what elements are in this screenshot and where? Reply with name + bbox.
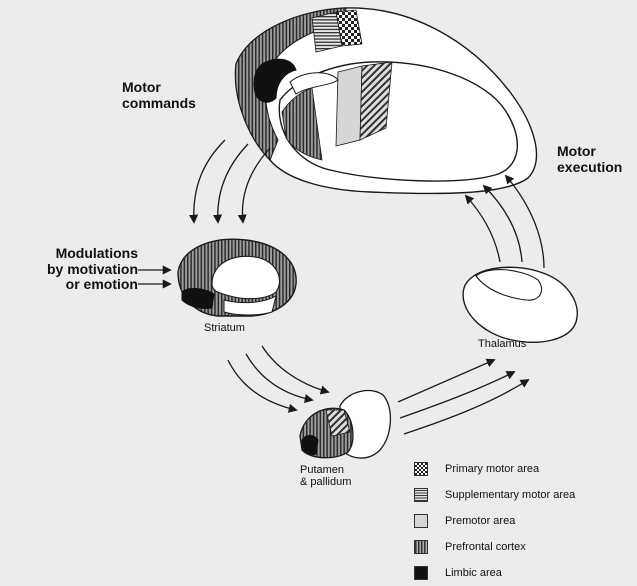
arrow-cortex-striatum-2 [218, 144, 248, 222]
striatum-limbic [182, 288, 214, 308]
checker-swatch-icon [414, 462, 428, 476]
arrow-thalamus-cortex-2 [484, 186, 522, 262]
cortex [235, 8, 536, 194]
legend-label-primary-motor: Primary motor area [445, 463, 539, 475]
arrow-putamen-thalamus-2 [400, 372, 514, 418]
thalamus-label: Thalamus [478, 338, 526, 350]
legend-label-premotor: Premotor area [445, 515, 515, 527]
striatum-label: Striatum [204, 322, 245, 334]
modulations-line-3: or emotion [2, 277, 138, 293]
putamen-pallidum-label: Putamen & pallidum [300, 464, 351, 489]
striatum [178, 239, 296, 316]
black-swatch-icon [414, 566, 428, 580]
arrow-striatum-putamen-1 [228, 360, 296, 410]
arrow-thalamus-cortex-1 [466, 196, 500, 262]
modulations-line-2: by motivation [2, 262, 138, 278]
motor-commands-line-1: Motor [122, 80, 196, 96]
legend-label-supplementary-motor: Supplementary motor area [445, 489, 575, 501]
motor-execution-line-2: execution [557, 160, 622, 176]
arrow-cortex-striatum-3 [242, 148, 270, 222]
legend-item-premotor: Premotor area [414, 508, 636, 534]
legend-item-limbic: Limbic area [414, 560, 636, 586]
arrow-cortex-striatum-1 [194, 140, 225, 222]
putamen-limbic [302, 436, 318, 455]
motor-execution-label: Motor execution [557, 144, 622, 175]
putamen-line-2: & pallidum [300, 476, 351, 488]
legend-item-primary-motor: Primary motor area [414, 456, 636, 482]
legend: Primary motor area Supplementary motor a… [414, 456, 636, 586]
legend-item-prefrontal: Prefrontal cortex [414, 534, 636, 560]
motor-commands-label: Motor commands [122, 80, 196, 111]
arrow-striatum-putamen-3 [262, 346, 328, 392]
motor-execution-line-1: Motor [557, 144, 622, 160]
light-swatch-icon [414, 514, 428, 528]
premotor-region [336, 66, 362, 146]
hstripe-swatch-icon [414, 488, 428, 502]
legend-item-supplementary-motor: Supplementary motor area [414, 482, 636, 508]
arrow-putamen-thalamus-3 [404, 380, 528, 434]
motor-commands-line-2: commands [122, 96, 196, 112]
putamen-line-1: Putamen [300, 464, 351, 476]
modulations-label: Modulations by motivation or emotion [2, 246, 138, 293]
putamen-pallidum [300, 391, 390, 459]
arrow-thalamus-cortex-3 [506, 176, 544, 268]
modulations-line-1: Modulations [2, 246, 138, 262]
arrow-putamen-thalamus-1 [398, 360, 494, 402]
thalamus [463, 267, 577, 342]
legend-label-prefrontal: Prefrontal cortex [445, 541, 526, 553]
legend-label-limbic: Limbic area [445, 567, 502, 579]
vstripe-swatch-icon [414, 540, 428, 554]
